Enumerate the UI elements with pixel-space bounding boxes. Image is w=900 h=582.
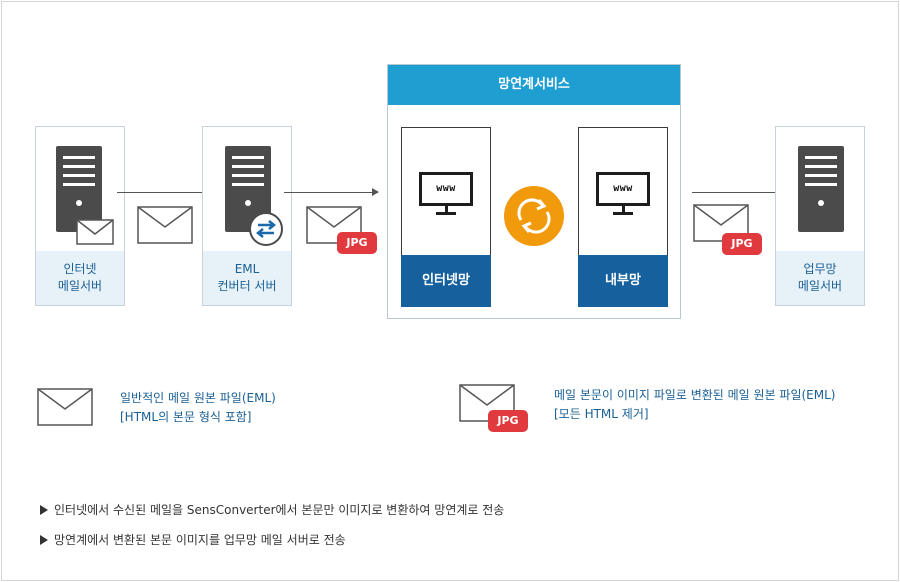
monitor-icon: www: [419, 172, 473, 206]
note-1: 인터넷에서 수신된 메일을 SensConverter에서 본문만 이미지로 변…: [40, 502, 504, 518]
envelope-icon: [37, 388, 93, 426]
internal-network-box: www 내부망: [578, 127, 668, 307]
sync-icon: [504, 186, 564, 246]
note-2: 망연계에서 변환된 본문 이미지를 업무망 메일 서버로 전송: [40, 532, 346, 548]
envelope-icon: [76, 219, 114, 245]
network-link-service-box: 망연계서비스 www 인터넷망 www 내부망: [387, 64, 681, 319]
internet-network-label: 인터넷망: [401, 255, 491, 307]
legend-jpg-text: 메일 본문이 이미지 파일로 변환된 메일 원본 파일(EML) [모든 HTM…: [554, 388, 836, 421]
server-icon: [56, 146, 102, 232]
work-mail-server-label: 업무망 메일서버: [776, 251, 864, 305]
internet-mail-server-label: 인터넷 메일서버: [36, 251, 124, 305]
eml-converter-server-box: EML 컨버터 서버: [202, 126, 292, 306]
jpg-badge: JPG: [337, 232, 377, 254]
envelope-icon: [137, 206, 193, 244]
internal-network-label: 내부망: [578, 255, 668, 307]
flow-arrow: [284, 188, 379, 196]
internet-mail-server-box: 인터넷 메일서버: [35, 126, 125, 306]
triangle-bullet-icon: [40, 505, 48, 515]
jpg-badge: JPG: [488, 410, 528, 432]
server-icon: [798, 146, 844, 232]
legend-plain-text: 일반적인 메일 원본 파일(EML) [HTML의 본문 형식 포함]: [120, 391, 276, 424]
jpg-badge: JPG: [722, 233, 762, 255]
internet-network-box: www 인터넷망: [401, 127, 491, 307]
flow-arrow: [117, 188, 212, 196]
service-title: 망연계서비스: [388, 65, 680, 105]
monitor-icon: www: [596, 172, 650, 206]
eml-converter-server-label: EML 컨버터 서버: [203, 251, 291, 305]
flow-arrow: [692, 188, 785, 196]
exchange-arrows-icon: [249, 212, 283, 246]
triangle-bullet-icon: [40, 535, 48, 545]
work-mail-server-box: 업무망 메일서버: [775, 126, 865, 306]
